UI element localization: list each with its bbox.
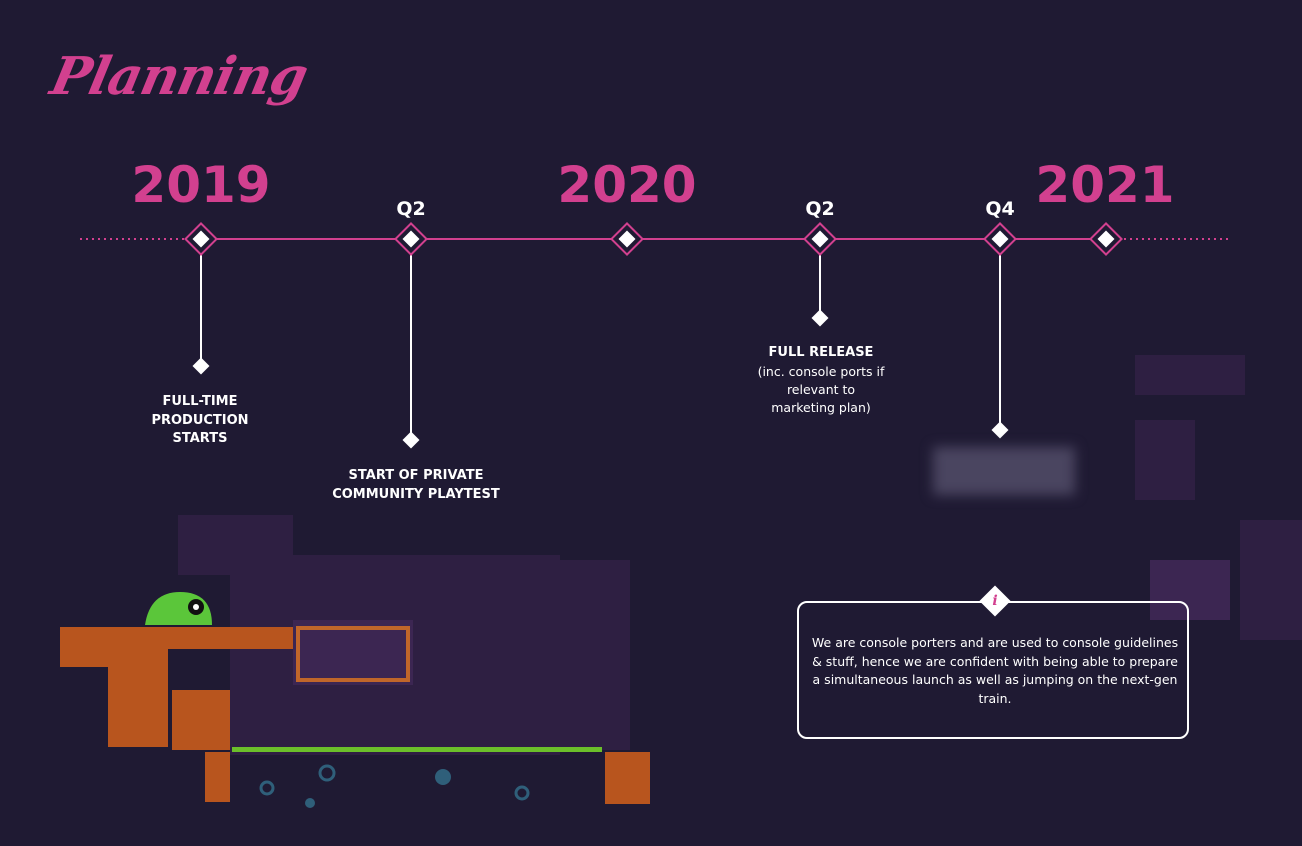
brick-platform xyxy=(60,627,650,804)
year-2021: 2021 xyxy=(1035,156,1175,214)
page-title: Planning xyxy=(45,46,313,107)
milestone-production: FULL-TIME PRODUCTION STARTS xyxy=(151,394,249,446)
year-2020: 2020 xyxy=(557,156,697,214)
quarter-label: Q2 xyxy=(396,198,426,220)
quarter-label: Q2 xyxy=(805,198,835,220)
frog-character xyxy=(145,592,212,625)
info-text: We are console porters and are used to c… xyxy=(811,635,1179,706)
redacted-milestone xyxy=(933,447,1075,495)
year-2019: 2019 xyxy=(131,156,271,214)
milestone-release: FULL RELEASE xyxy=(768,345,874,360)
milestone-release-note: (inc. console ports if relevant to marke… xyxy=(757,364,885,415)
quarter-label: Q4 xyxy=(985,198,1015,220)
info-icon: i xyxy=(992,593,998,609)
milestone-playtest: START OF PRIVATE COMMUNITY PLAYTEST xyxy=(332,468,500,502)
timeline-diamonds xyxy=(184,222,1123,256)
